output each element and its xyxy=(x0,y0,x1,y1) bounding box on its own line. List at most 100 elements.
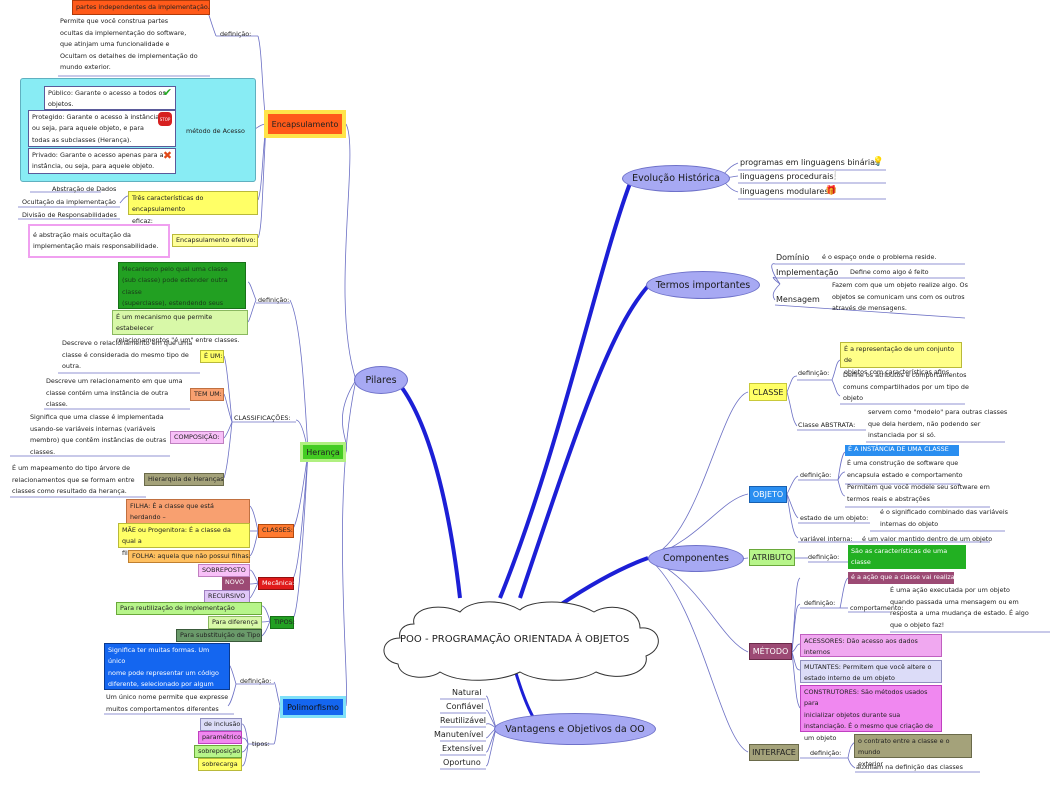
heranca-classificacoes-label: CLASSIFICAÇÕES: xyxy=(234,414,291,422)
poli-def1: Significa ter muitas formas. Um único no… xyxy=(104,643,230,700)
branch-polimorfismo[interactable]: Polimorfismo xyxy=(280,696,346,718)
metodo-mutantes: MUTANTES: Permitem que você altere o est… xyxy=(800,660,942,683)
classe-def1: É a representação de um conjunto de obje… xyxy=(840,342,962,376)
central-title[interactable]: POO - PROGRAMAÇÃO ORIENTADA À OBJETOS xyxy=(400,634,630,645)
metodo-comportamento: É uma ação executada por um objeto quand… xyxy=(890,586,1029,629)
heranca-mae: MÃE ou Progenitora: É a classe da qual a… xyxy=(118,523,250,557)
heranca-tipos-label: TIPOS: xyxy=(270,616,295,629)
encap-definicao-label: definição: xyxy=(220,30,252,38)
heranca-tem-um: Descreve um relacionamento em que uma cl… xyxy=(46,377,183,409)
branch-atributo[interactable]: ATRIBUTO xyxy=(749,549,795,566)
heranca-definicao-label: definição: xyxy=(258,296,290,304)
heranca-tipo-item: Para reutilização de implementação xyxy=(116,602,262,615)
heranca-mecanica-item: SOBREPOSTO xyxy=(198,564,250,577)
objeto-def1: É A INSTÂNCIA DE UMA CLASSE xyxy=(845,445,959,456)
metodo-acessores: ACESSORES: Dão acesso aos dados internos… xyxy=(800,634,942,668)
encap-protegido: Protegido: Garante o acesso à instância,… xyxy=(28,110,176,147)
termo-implementacao-desc: Define como algo é feito xyxy=(850,268,929,276)
classe-def2: Define os atributos e comportamentos com… xyxy=(843,371,969,403)
encap-caracteristicas-label: Três características do encapsulamento e… xyxy=(128,191,258,225)
encap-caracteristica: Divisão de Responsabilidades xyxy=(22,211,117,219)
poli-tipo-item: sobreposição xyxy=(194,745,242,758)
node-vantagens[interactable]: Vantagens e Objetivos da OO xyxy=(494,713,656,745)
objeto-variavel-label: variável interna: xyxy=(800,535,853,543)
termo-dominio: Domínio xyxy=(776,253,810,262)
objeto-estado: é o significado combinado das variáveis … xyxy=(880,508,1008,528)
heranca-hierarquia-label: Hierarquia de Heranças xyxy=(144,473,224,486)
vantagem-item: Manutenível xyxy=(434,730,484,739)
exclamation-icon: ❕ xyxy=(829,171,842,181)
heranca-tipo-item: Para diferença xyxy=(208,616,262,629)
atributo-def: São as características de uma classe vis… xyxy=(848,545,966,578)
objeto-def2: É uma construção de software que encapsu… xyxy=(847,459,963,479)
objeto-definicao-label: definição: xyxy=(800,471,832,479)
stop-icon: STOP xyxy=(158,112,172,126)
termo-implementacao: Implementação xyxy=(776,268,839,277)
termo-dominio-desc: é o espaço onde o problema reside. xyxy=(822,253,937,261)
atributo-definicao-label: definição: xyxy=(808,553,840,561)
poli-tipo-item: de inclusão xyxy=(200,718,242,731)
heranca-hierarquia: É um mapeamento do tipo árvore de relaci… xyxy=(12,464,135,496)
encap-acesso-label: método de Acesso xyxy=(186,127,245,135)
branch-metodo[interactable]: MÉTODO xyxy=(749,643,792,660)
cross-icon: ✖ xyxy=(162,149,173,162)
vantagem-item: Reutilizável xyxy=(440,716,486,725)
heranca-composicao: Significa que uma classe é implementada … xyxy=(30,413,167,456)
heranca-e-um: Descreve o relacionamento em que uma cla… xyxy=(62,339,193,371)
encap-efetivo: é abstração mais ocultação da implementa… xyxy=(28,224,170,258)
branch-heranca[interactable]: Herança xyxy=(300,442,346,462)
encap-top-box: partes independentes da implementação. xyxy=(72,0,210,15)
encap-definicao: Permite que você construa partes ocultas… xyxy=(60,17,198,72)
heranca-filha: FILHA: É a classe que está herdando – su… xyxy=(126,499,250,533)
heranca-folha: FOLHA: aquela que não possui filhas. xyxy=(128,550,251,563)
vantagem-item: Natural xyxy=(452,688,482,697)
poli-tipo-item: sobrecarga xyxy=(198,758,242,771)
poli-tipos-label: tipos: xyxy=(252,740,270,748)
heranca-tem-um-label: TEM UM: xyxy=(190,388,224,401)
node-evolucao-historica[interactable]: Evolução Histórica xyxy=(622,165,730,192)
objeto-estado-label: estado de um objeto: xyxy=(800,514,869,522)
lightbulb-icon: 💡 xyxy=(872,157,885,167)
objeto-variavel: é um valor mantido dentro de um objeto xyxy=(862,535,993,543)
encap-caracteristica: Abstração de Dados xyxy=(52,185,117,193)
metodo-definicao-label: definição: xyxy=(804,599,836,607)
node-pilares[interactable]: Pilares xyxy=(354,366,408,394)
vantagem-item: Oportuno xyxy=(443,758,481,767)
classe-abstrata: servem como "modelo" para outras classes… xyxy=(868,408,1008,440)
encap-publico: Público: Garante o acesso a todos os obj… xyxy=(44,86,176,110)
evolucao-item: linguagens procedurais xyxy=(740,172,834,181)
poli-definicao-label: definição: xyxy=(240,677,272,685)
heranca-e-um-label: É UM: xyxy=(200,350,224,363)
interface-def2: auxiliam na definição das classes xyxy=(856,763,963,771)
branch-classe[interactable]: CLASSE xyxy=(749,383,787,401)
heranca-mecanica-item: NOVO xyxy=(222,577,250,590)
heranca-def2: É um mecanismo que permite estabelecer r… xyxy=(112,310,248,344)
heranca-mecanica-label: Mecânica: xyxy=(258,577,294,590)
poli-tipo-item: paramétrico xyxy=(198,731,242,744)
interface-definicao-label: definição: xyxy=(810,749,842,757)
evolucao-item: programas em linguagens binárias xyxy=(740,158,880,167)
branch-encapsulamento[interactable]: Encapsulamento xyxy=(264,110,346,138)
interface-def1: o contrato entre a classe e o mundo exte… xyxy=(854,734,972,768)
branch-objeto[interactable]: OBJETO xyxy=(749,486,787,503)
branch-interface[interactable]: INTERFACE xyxy=(749,744,799,761)
termo-mensagem-desc: Fazem com que um objeto realize algo. Os… xyxy=(832,281,968,313)
classe-definicao-label: definição: xyxy=(798,369,830,377)
node-componentes[interactable]: Componentes xyxy=(648,545,744,572)
heranca-composicao-label: COMPOSIÇÃO: xyxy=(170,431,224,444)
poli-def2: Um único nome permite que expresse muito… xyxy=(106,693,229,713)
encap-caracteristica: Ocultação da implementação xyxy=(22,198,116,206)
node-termos-importantes[interactable]: Termos importantes xyxy=(646,271,760,299)
metodo-comportamento-label: comportamento: xyxy=(850,604,904,612)
metodo-acao: é a ação que a classe vai realizar xyxy=(848,572,957,584)
gift-icon: 🎁 xyxy=(825,186,838,196)
evolucao-item: linguagens modulares xyxy=(740,187,829,196)
classe-abstrata-label: Classe ABSTRATA: xyxy=(798,421,856,429)
central-cloud xyxy=(383,601,659,681)
heranca-tipo-item: Para substituição de Tipo xyxy=(176,629,262,642)
metodo-construtores: CONSTRUTORES: São métodos usados para in… xyxy=(800,685,942,742)
vantagem-item: Extensível xyxy=(442,744,484,753)
objeto-def3: Permitem que você modele seu software em… xyxy=(847,483,990,503)
